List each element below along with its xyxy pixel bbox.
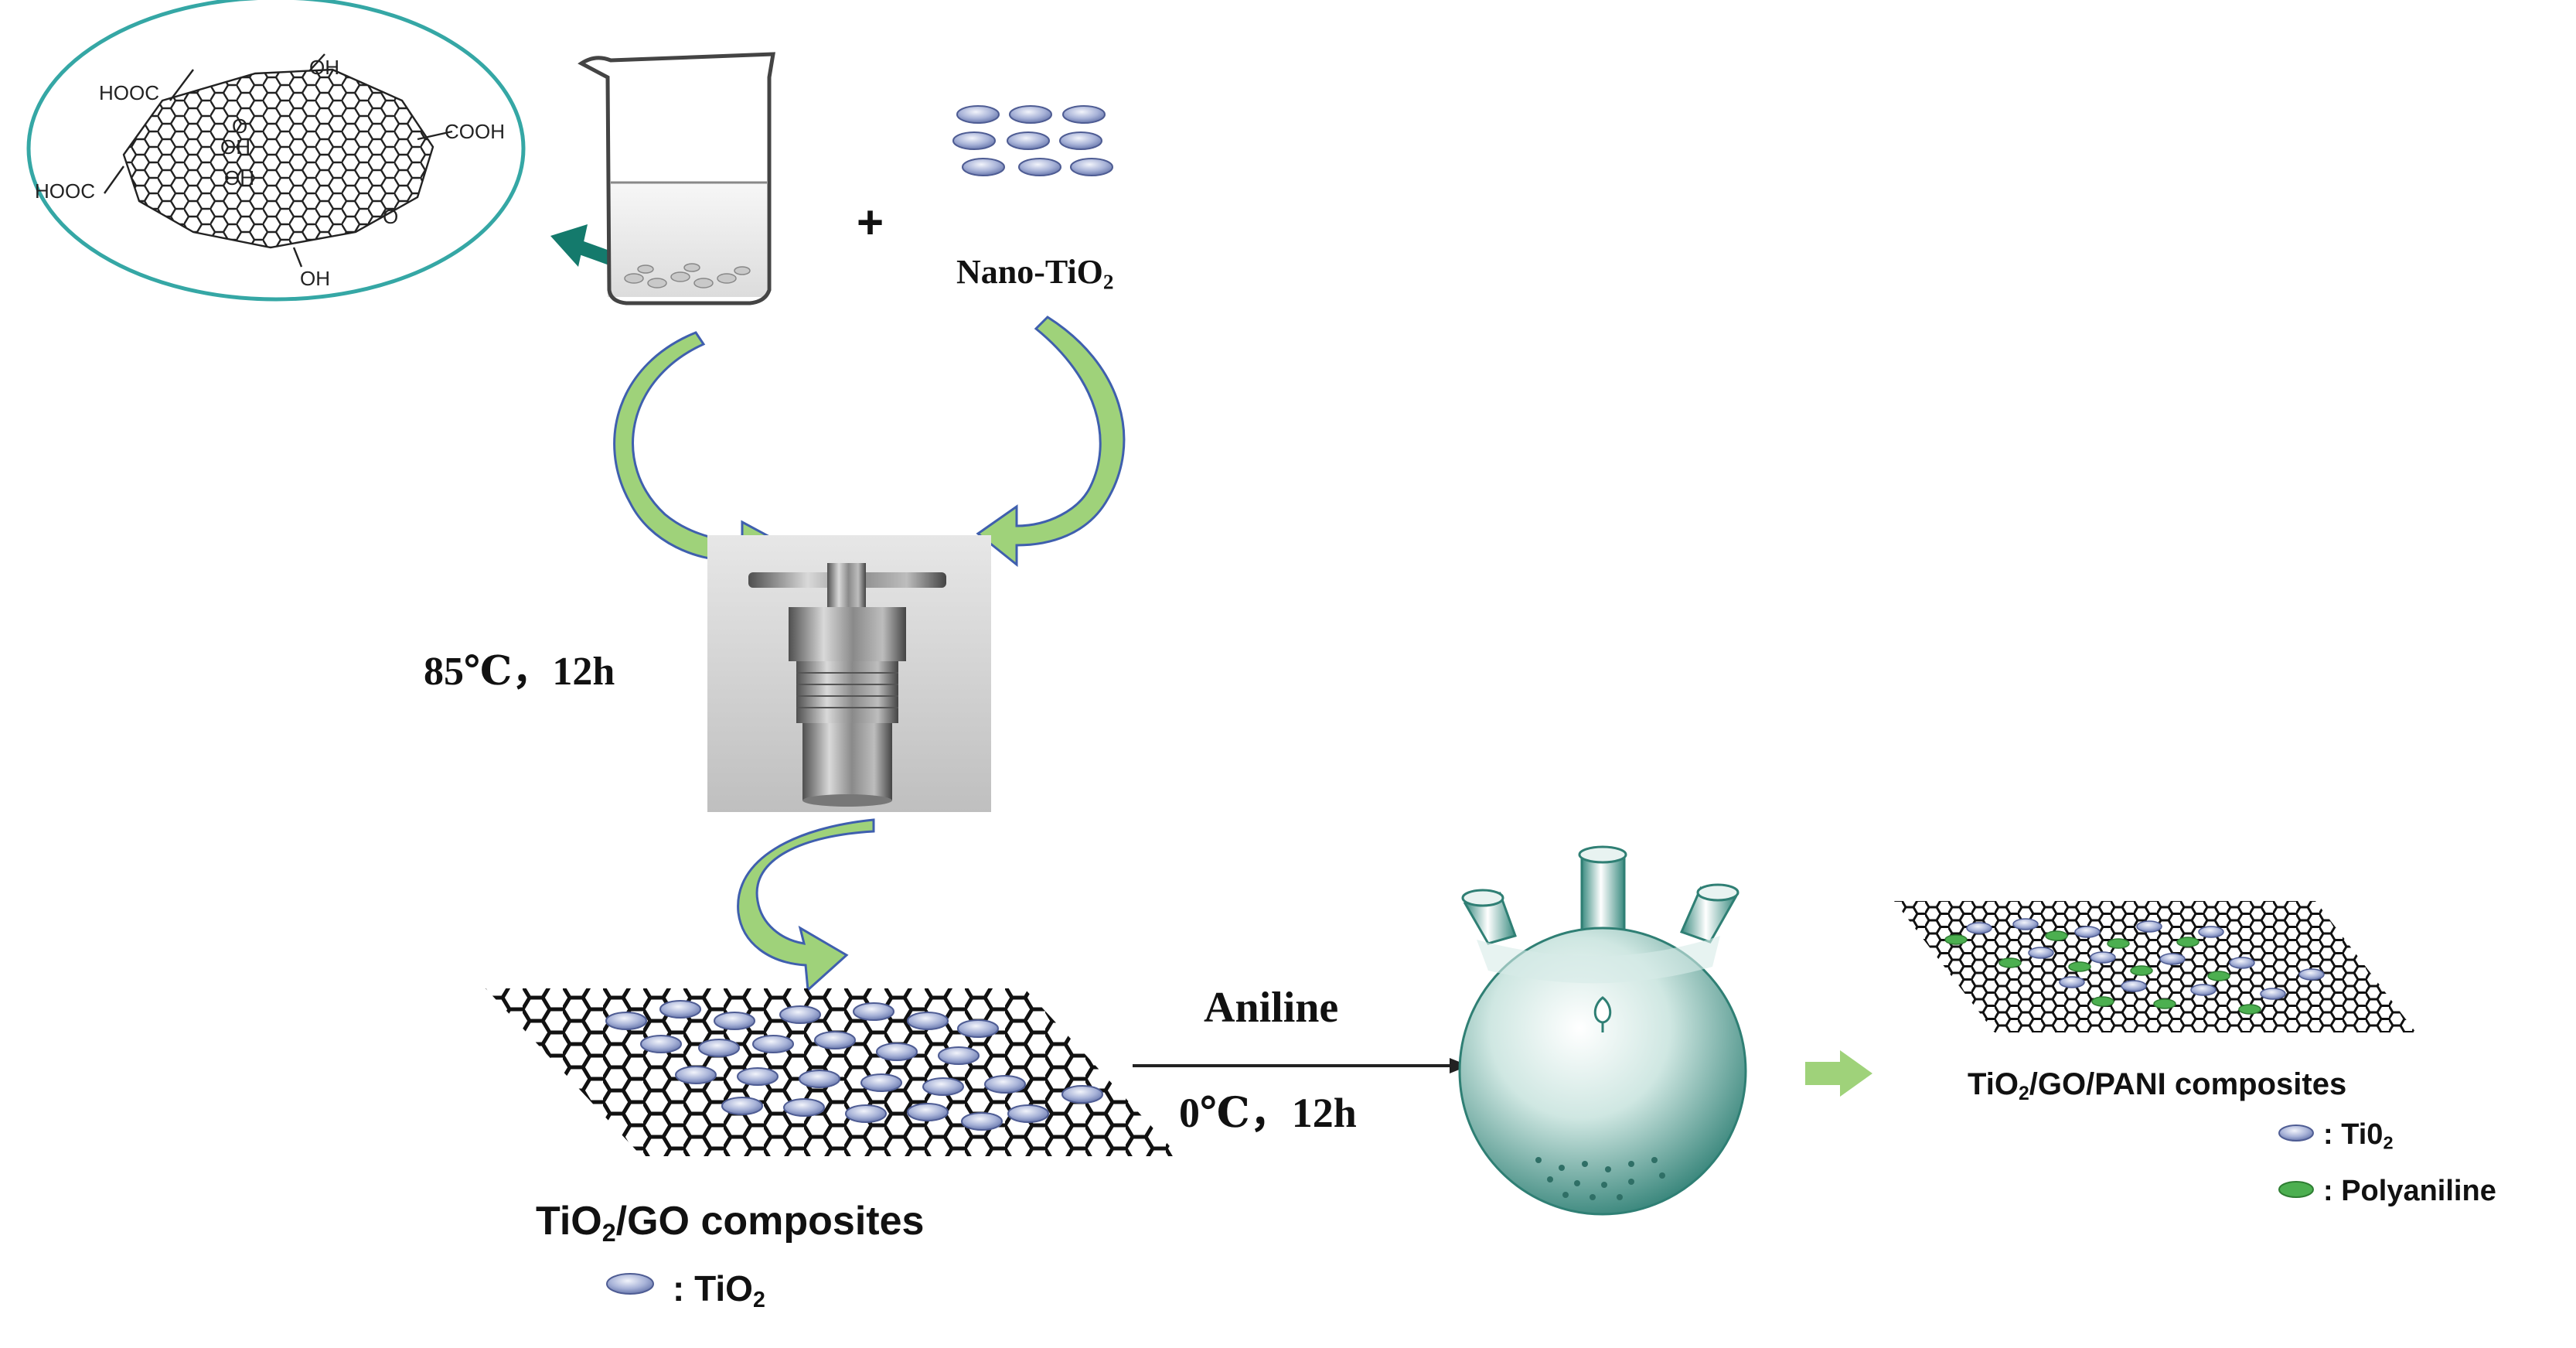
tio2-go-legend-label: : TiO2 — [673, 1268, 765, 1312]
go-group-label: OH — [300, 267, 330, 290]
tio2-legend-icon — [606, 1273, 654, 1295]
go-group-label: HOOC — [35, 179, 95, 203]
nano-particles-icon — [952, 105, 1113, 176]
round-flask-icon — [1458, 845, 1747, 1216]
beaker-icon — [578, 52, 775, 305]
reaction2-conditions: 0℃，12h — [1179, 1090, 1357, 1136]
polyaniline-legend-icon — [2278, 1181, 2314, 1198]
pani-title: TiO2/GO/PANI composites — [1968, 1067, 2347, 1104]
reagent-label: Aniline — [1204, 984, 1339, 1032]
pani-legend-tio2-label: : Ti02 — [2323, 1118, 2394, 1153]
go-group-label: O — [232, 114, 248, 138]
reaction-arrow-icon — [1133, 1058, 1469, 1073]
nano-tio2-label: Nano-TiO2 — [956, 253, 1114, 294]
graphene-sheet-icon — [486, 988, 1179, 1156]
go-group-label: COOH — [445, 120, 505, 143]
go-group-label: OH — [224, 166, 254, 189]
go-group-label: OH — [309, 56, 339, 79]
tio2-go-title: TiO2/GO composites — [536, 1199, 925, 1247]
plus-sign: + — [857, 196, 884, 248]
tio2-legend-icon-small — [2278, 1124, 2314, 1142]
pani-legend-polyaniline-label: : Polyaniline — [2323, 1175, 2496, 1207]
autoclave-icon — [707, 535, 991, 812]
go-group-label: HOOC — [99, 81, 159, 104]
product-arrow-icon — [1805, 1050, 1872, 1097]
go-group-label: O — [383, 205, 399, 228]
go-group-label: OH — [220, 135, 250, 159]
reaction1-conditions: 85℃，12h — [424, 650, 615, 694]
pani-sheet-icon — [1894, 901, 2416, 1032]
go-molecule-icon — [26, 0, 526, 302]
